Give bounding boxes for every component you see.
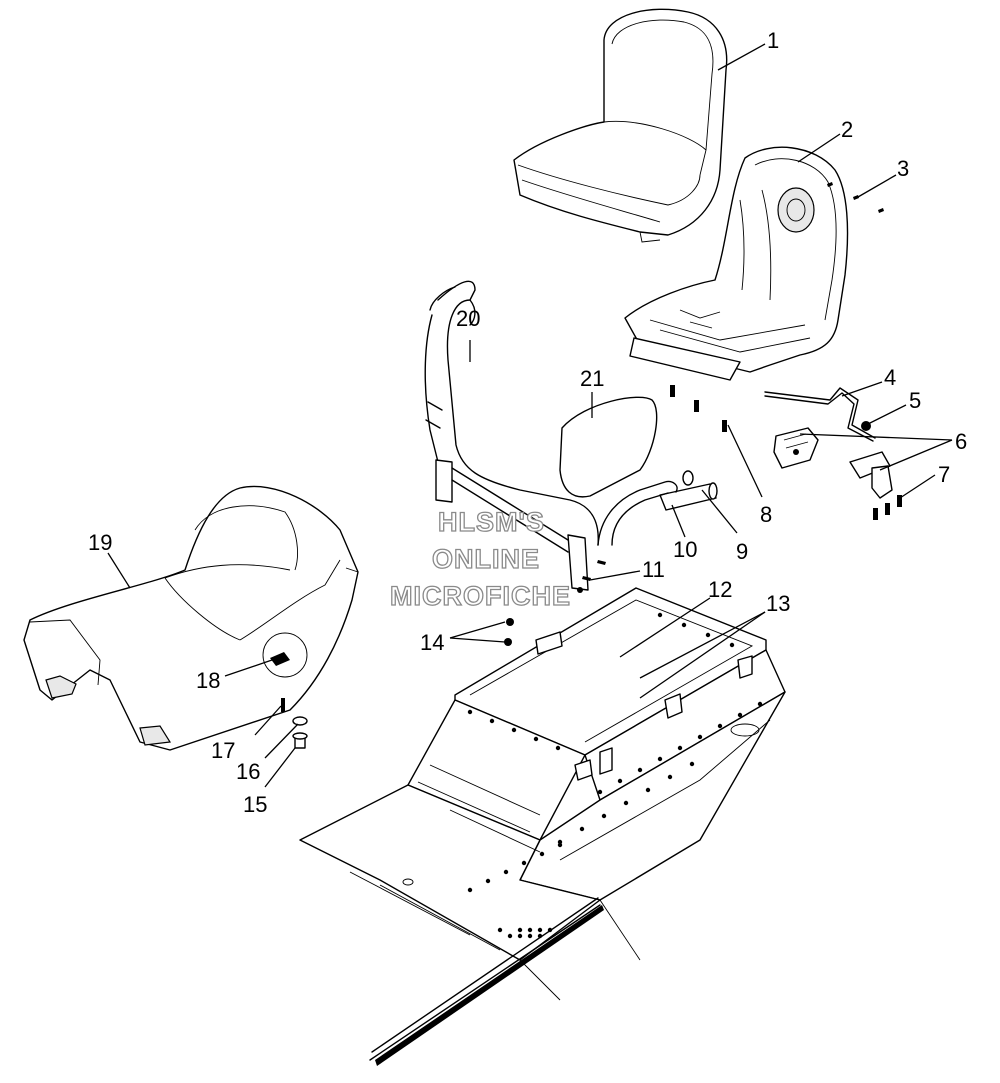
rivet: [637, 767, 643, 773]
callout-8: 8: [760, 502, 772, 527]
rivet: [601, 813, 607, 819]
watermark: HLSM'S ONLINE MICROFICHE: [389, 506, 571, 611]
rivet: [717, 723, 723, 729]
rivet: [617, 778, 623, 784]
rivet: [521, 860, 527, 866]
rivet: [729, 642, 735, 648]
rivet: [527, 933, 533, 939]
chassis-rivets: [467, 612, 763, 939]
rivet: [467, 887, 473, 893]
callout-17: 17: [211, 738, 235, 763]
callout-10: 10: [673, 537, 697, 562]
callout-6: 6: [955, 429, 967, 454]
callout-2: 2: [841, 117, 853, 142]
rivet: [689, 761, 695, 767]
rivet: [757, 701, 763, 707]
knob-part: [861, 421, 871, 431]
rivet: [657, 612, 663, 618]
rivet: [737, 712, 743, 718]
latch-rod-part: [764, 387, 876, 442]
callout-9: 9: [736, 539, 748, 564]
tube-part: [659, 470, 718, 511]
rivet: [503, 869, 509, 875]
rivet: [497, 927, 503, 933]
rivet: [667, 774, 673, 780]
callout-13: 13: [766, 591, 790, 616]
rivet: [511, 727, 517, 733]
rivet: [533, 736, 539, 742]
callout-11: 11: [642, 557, 665, 582]
rear-seat-part: [23, 485, 359, 751]
rivet: [489, 718, 495, 724]
grab-bar-part: [424, 280, 678, 591]
callout-7: 7: [938, 462, 950, 487]
fastener-stack: [281, 698, 308, 749]
rivet: [537, 933, 543, 939]
leader-lines: [107, 43, 953, 788]
callout-12: 12: [708, 577, 732, 602]
clip-detail-circle: [262, 632, 308, 678]
rivet: [579, 826, 585, 832]
rivet: [547, 927, 553, 933]
callout-labels: 1 2 3 4 5 6 7 8 9 10 11 12 13 14 15 16 1…: [88, 28, 967, 817]
rivet: [697, 734, 703, 740]
callout-1: 1: [767, 28, 779, 53]
callout-21: 21: [580, 366, 604, 391]
latch-bracket-part: [773, 427, 893, 499]
screw-set-11: [577, 560, 606, 593]
rivet: [657, 756, 663, 762]
rivet: [517, 933, 523, 939]
watermark-line-1: HLSM'S: [438, 507, 545, 537]
rivet: [517, 927, 523, 933]
rivet: [623, 800, 629, 806]
bolt-set-7: [873, 495, 902, 520]
callout-18: 18: [196, 668, 220, 693]
backrest-pad-part: [559, 396, 658, 498]
rivet: [555, 745, 561, 751]
rivet: [677, 745, 683, 751]
rivet: [597, 789, 603, 795]
seat-cushion-part: [513, 8, 728, 243]
callout-15: 15: [243, 792, 267, 817]
rivet: [537, 927, 543, 933]
seat-base-part: [624, 146, 849, 381]
rivet: [681, 622, 687, 628]
callout-5: 5: [909, 388, 921, 413]
rivet: [645, 787, 651, 793]
screw-set-3: [827, 182, 884, 213]
callout-16: 16: [236, 759, 260, 784]
rivet: [705, 632, 711, 638]
rivet: [557, 842, 563, 848]
rivet: [467, 709, 473, 715]
callout-4: 4: [884, 365, 896, 390]
rivet: [539, 851, 545, 857]
watermark-line-3: MICROFICHE: [390, 581, 571, 611]
chassis-tunnel: [299, 587, 786, 1066]
bolt-set-8: [670, 385, 727, 432]
rivet: [507, 933, 513, 939]
callout-3: 3: [897, 156, 909, 181]
callout-14: 14: [420, 630, 444, 655]
rivet: [527, 927, 533, 933]
callout-20: 20: [456, 306, 480, 331]
watermark-line-2: ONLINE: [432, 544, 540, 574]
seat-clip-part: [270, 652, 290, 666]
rivet: [485, 878, 491, 884]
callout-19: 19: [88, 530, 112, 555]
